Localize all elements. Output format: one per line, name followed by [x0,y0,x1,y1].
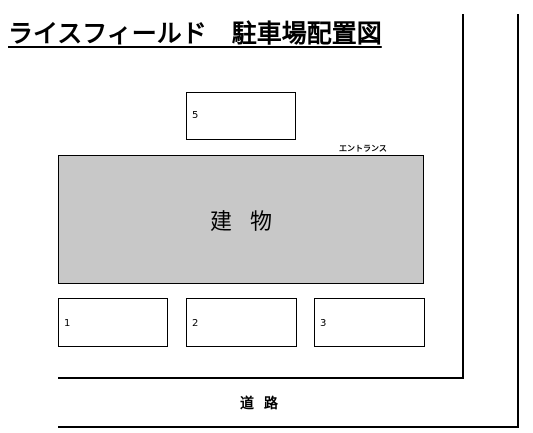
parking-space-3: 3 [314,298,425,347]
parking-space-number: 1 [64,318,71,329]
building: 建物 [58,155,424,284]
inner-boundary-vertical [462,14,464,379]
parking-space-number: 5 [192,110,199,121]
outer-boundary-horizontal [58,426,518,428]
parking-space-2: 2 [186,298,297,347]
parking-space-number: 3 [320,318,327,329]
parking-space-number: 2 [192,318,199,329]
parking-space-1: 1 [58,298,168,347]
outer-boundary-vertical [517,14,519,428]
parking-space-5: 5 [186,92,296,140]
road-label: 道路 [240,396,288,412]
building-label: 建物 [209,209,290,235]
entrance-label: エントランス [339,144,387,153]
inner-boundary-horizontal [58,377,463,379]
diagram-title: ライスフィールド 駐車場配置図 [8,19,382,48]
